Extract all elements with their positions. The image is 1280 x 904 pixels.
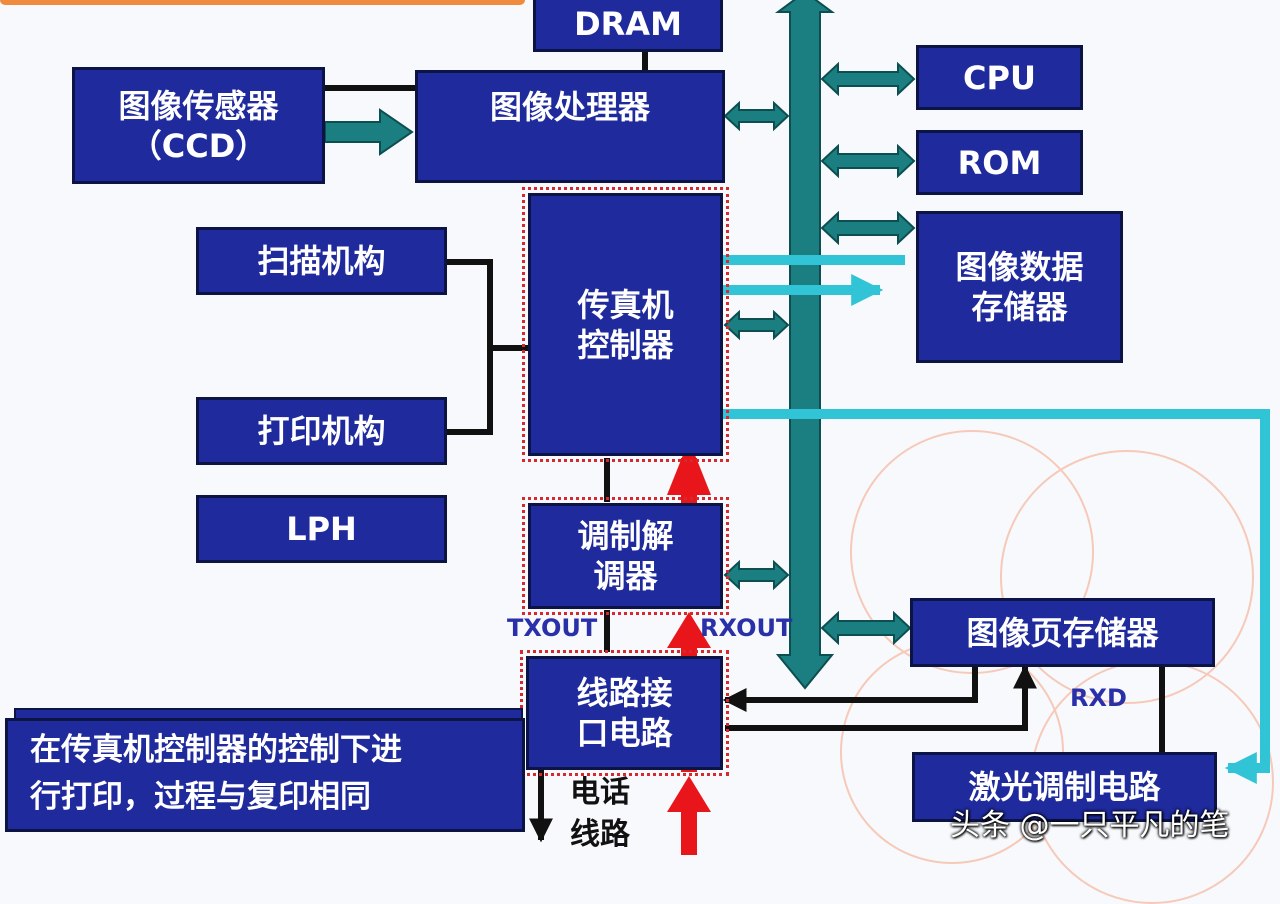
dram-block: DRAM bbox=[533, 0, 723, 52]
fax-controller-block: 传真机 控制器 bbox=[522, 187, 729, 462]
phone-line-label: 电话 线路 bbox=[570, 775, 630, 852]
image-processor-block: 图像处理器 bbox=[415, 70, 725, 183]
image-page-storage-block: 图像页存储器 bbox=[910, 598, 1215, 667]
rxout-label: RXOUT bbox=[700, 614, 793, 642]
cpu-block: CPU bbox=[916, 45, 1083, 110]
line-interface-block: 线路接 口电路 bbox=[520, 650, 729, 776]
modem-block: 调制解 调器 bbox=[522, 497, 729, 615]
lph-block: LPH bbox=[196, 495, 447, 563]
image-data-storage-block: 图像数据 存储器 bbox=[916, 211, 1123, 363]
black-wire-group bbox=[325, 52, 1165, 843]
txout-label: TXOUT bbox=[507, 614, 598, 642]
image-sensor-block: 图像传感器 （CCD） bbox=[72, 67, 325, 184]
laser-modulation-block: 激光调制电路 bbox=[912, 752, 1217, 822]
watermark: 头条 @一只平凡的笔 bbox=[950, 808, 1230, 843]
rxd-label: RXD bbox=[1070, 684, 1127, 712]
print-mechanism-block: 打印机构 bbox=[196, 397, 447, 465]
process-note: 在传真机控制器的控制下进 行打印，过程与复印相同 bbox=[5, 718, 525, 832]
scan-mechanism-block: 扫描机构 bbox=[196, 227, 447, 295]
rom-block: ROM bbox=[916, 130, 1083, 195]
top-accent-strip bbox=[0, 0, 525, 5]
